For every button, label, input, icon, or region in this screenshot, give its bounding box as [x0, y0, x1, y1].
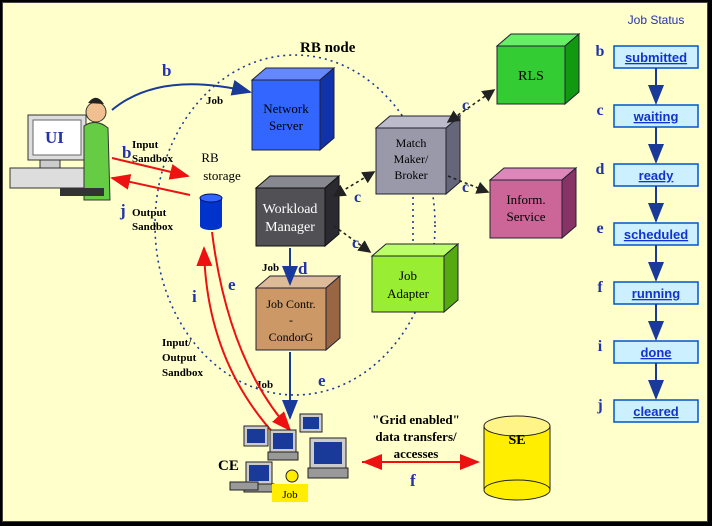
- io-sandbox-line1: Input/: [162, 337, 192, 349]
- match-maker-line2: Maker/: [394, 152, 429, 166]
- ui-label: UI: [45, 128, 64, 147]
- job-controller-line2: -: [289, 313, 293, 327]
- letter-c-rls: c: [462, 97, 469, 114]
- network-server-line2: Server: [269, 118, 304, 133]
- workload-manager-box: Workload Manager: [254, 174, 341, 248]
- status-label-submitted: submitted: [625, 50, 687, 65]
- status-letter-e: e: [596, 220, 603, 237]
- output-sandbox-line1: Output: [132, 207, 167, 219]
- status-letter-j: j: [596, 397, 602, 414]
- letter-i: i: [192, 287, 197, 306]
- status-label-ready: ready: [639, 168, 674, 183]
- input-sandbox-line1: Input: [132, 139, 159, 151]
- network-server-line1: Network: [263, 101, 309, 116]
- job-controller-line3: CondorG: [269, 330, 314, 344]
- letter-b-ui: b: [122, 143, 131, 162]
- status-label-running: running: [632, 286, 680, 301]
- job-status-title: Job Status: [628, 13, 685, 27]
- job-label-ce-yellow: Job: [282, 489, 298, 501]
- ce-label: CE: [218, 458, 239, 474]
- job-label-d: Job: [262, 262, 279, 274]
- job-adapter-line1: Job: [399, 268, 417, 283]
- ui-user-workstation: UI: [9, 97, 111, 201]
- grid-text-line2: data transfers/: [375, 429, 457, 444]
- grid-text-line1: "Grid enabled": [372, 412, 460, 427]
- io-sandbox-line3: Sandbox: [162, 367, 203, 379]
- status-box-cleared: [613, 399, 699, 423]
- status-letter-i: i: [598, 338, 603, 355]
- inform-service-box: Inform. Service: [488, 166, 578, 240]
- status-letter-b: b: [596, 43, 605, 60]
- se-storage-cylinder: [483, 415, 551, 501]
- status-label-scheduled: scheduled: [624, 227, 688, 242]
- inform-service-line1: Inform.: [506, 192, 545, 207]
- ce-computer-cluster: Job: [229, 413, 349, 502]
- grid-text-line3: accesses: [394, 446, 439, 461]
- job-controller-box: Job Contr. - CondorG: [254, 274, 342, 352]
- letter-f: f: [410, 471, 416, 490]
- letter-c-adapter: c: [352, 235, 359, 252]
- letter-j-ui: j: [119, 201, 126, 220]
- match-maker-line1: Match: [396, 136, 427, 150]
- letter-c-wm: c: [354, 189, 361, 206]
- rls-box: RLS: [495, 32, 581, 106]
- status-label-done: done: [640, 345, 671, 360]
- letter-c-inform: c: [462, 179, 469, 196]
- se-label: SE: [508, 433, 525, 448]
- workload-manager-line1: Workload: [263, 202, 318, 217]
- rb-storage-line2: storage: [203, 168, 241, 183]
- job-status-list: submitted b waiting c ready d scheduled e runnin…: [596, 43, 699, 423]
- rb-storage-line1: RB: [201, 150, 219, 165]
- status-label-waiting: waiting: [633, 109, 679, 124]
- job-controller-line1: Job Contr.: [266, 297, 315, 311]
- status-letter-c: c: [596, 102, 603, 119]
- network-server-box: Network Server: [250, 66, 336, 152]
- inform-service-line2: Service: [507, 209, 546, 224]
- match-maker-line3: Broker: [394, 168, 427, 182]
- rb-node-label: RB node: [300, 40, 356, 56]
- input-sandbox-line2: Sandbox: [132, 153, 173, 165]
- status-label-cleared: cleared: [633, 404, 679, 419]
- letter-e-down: e: [318, 371, 326, 390]
- output-sandbox-line2: Sandbox: [132, 221, 173, 233]
- letter-e-left: e: [228, 275, 236, 294]
- letter-d: d: [298, 259, 308, 278]
- match-maker-box: Match Maker/ Broker: [374, 114, 462, 196]
- rb-storage-cylinder: [199, 193, 223, 230]
- rb-node-boundary: [154, 54, 436, 396]
- job-adapter-line2: Adapter: [387, 286, 430, 301]
- workload-manager-line2: Manager: [265, 220, 315, 235]
- job-adapter-box: Job Adapter: [370, 242, 460, 314]
- status-letter-d: d: [596, 161, 605, 178]
- letter-b-top: b: [162, 61, 171, 80]
- io-sandbox-line2: Output: [162, 352, 197, 364]
- status-letter-f: f: [597, 279, 603, 296]
- rls-label: RLS: [518, 69, 544, 84]
- job-label-top: Job: [206, 95, 223, 107]
